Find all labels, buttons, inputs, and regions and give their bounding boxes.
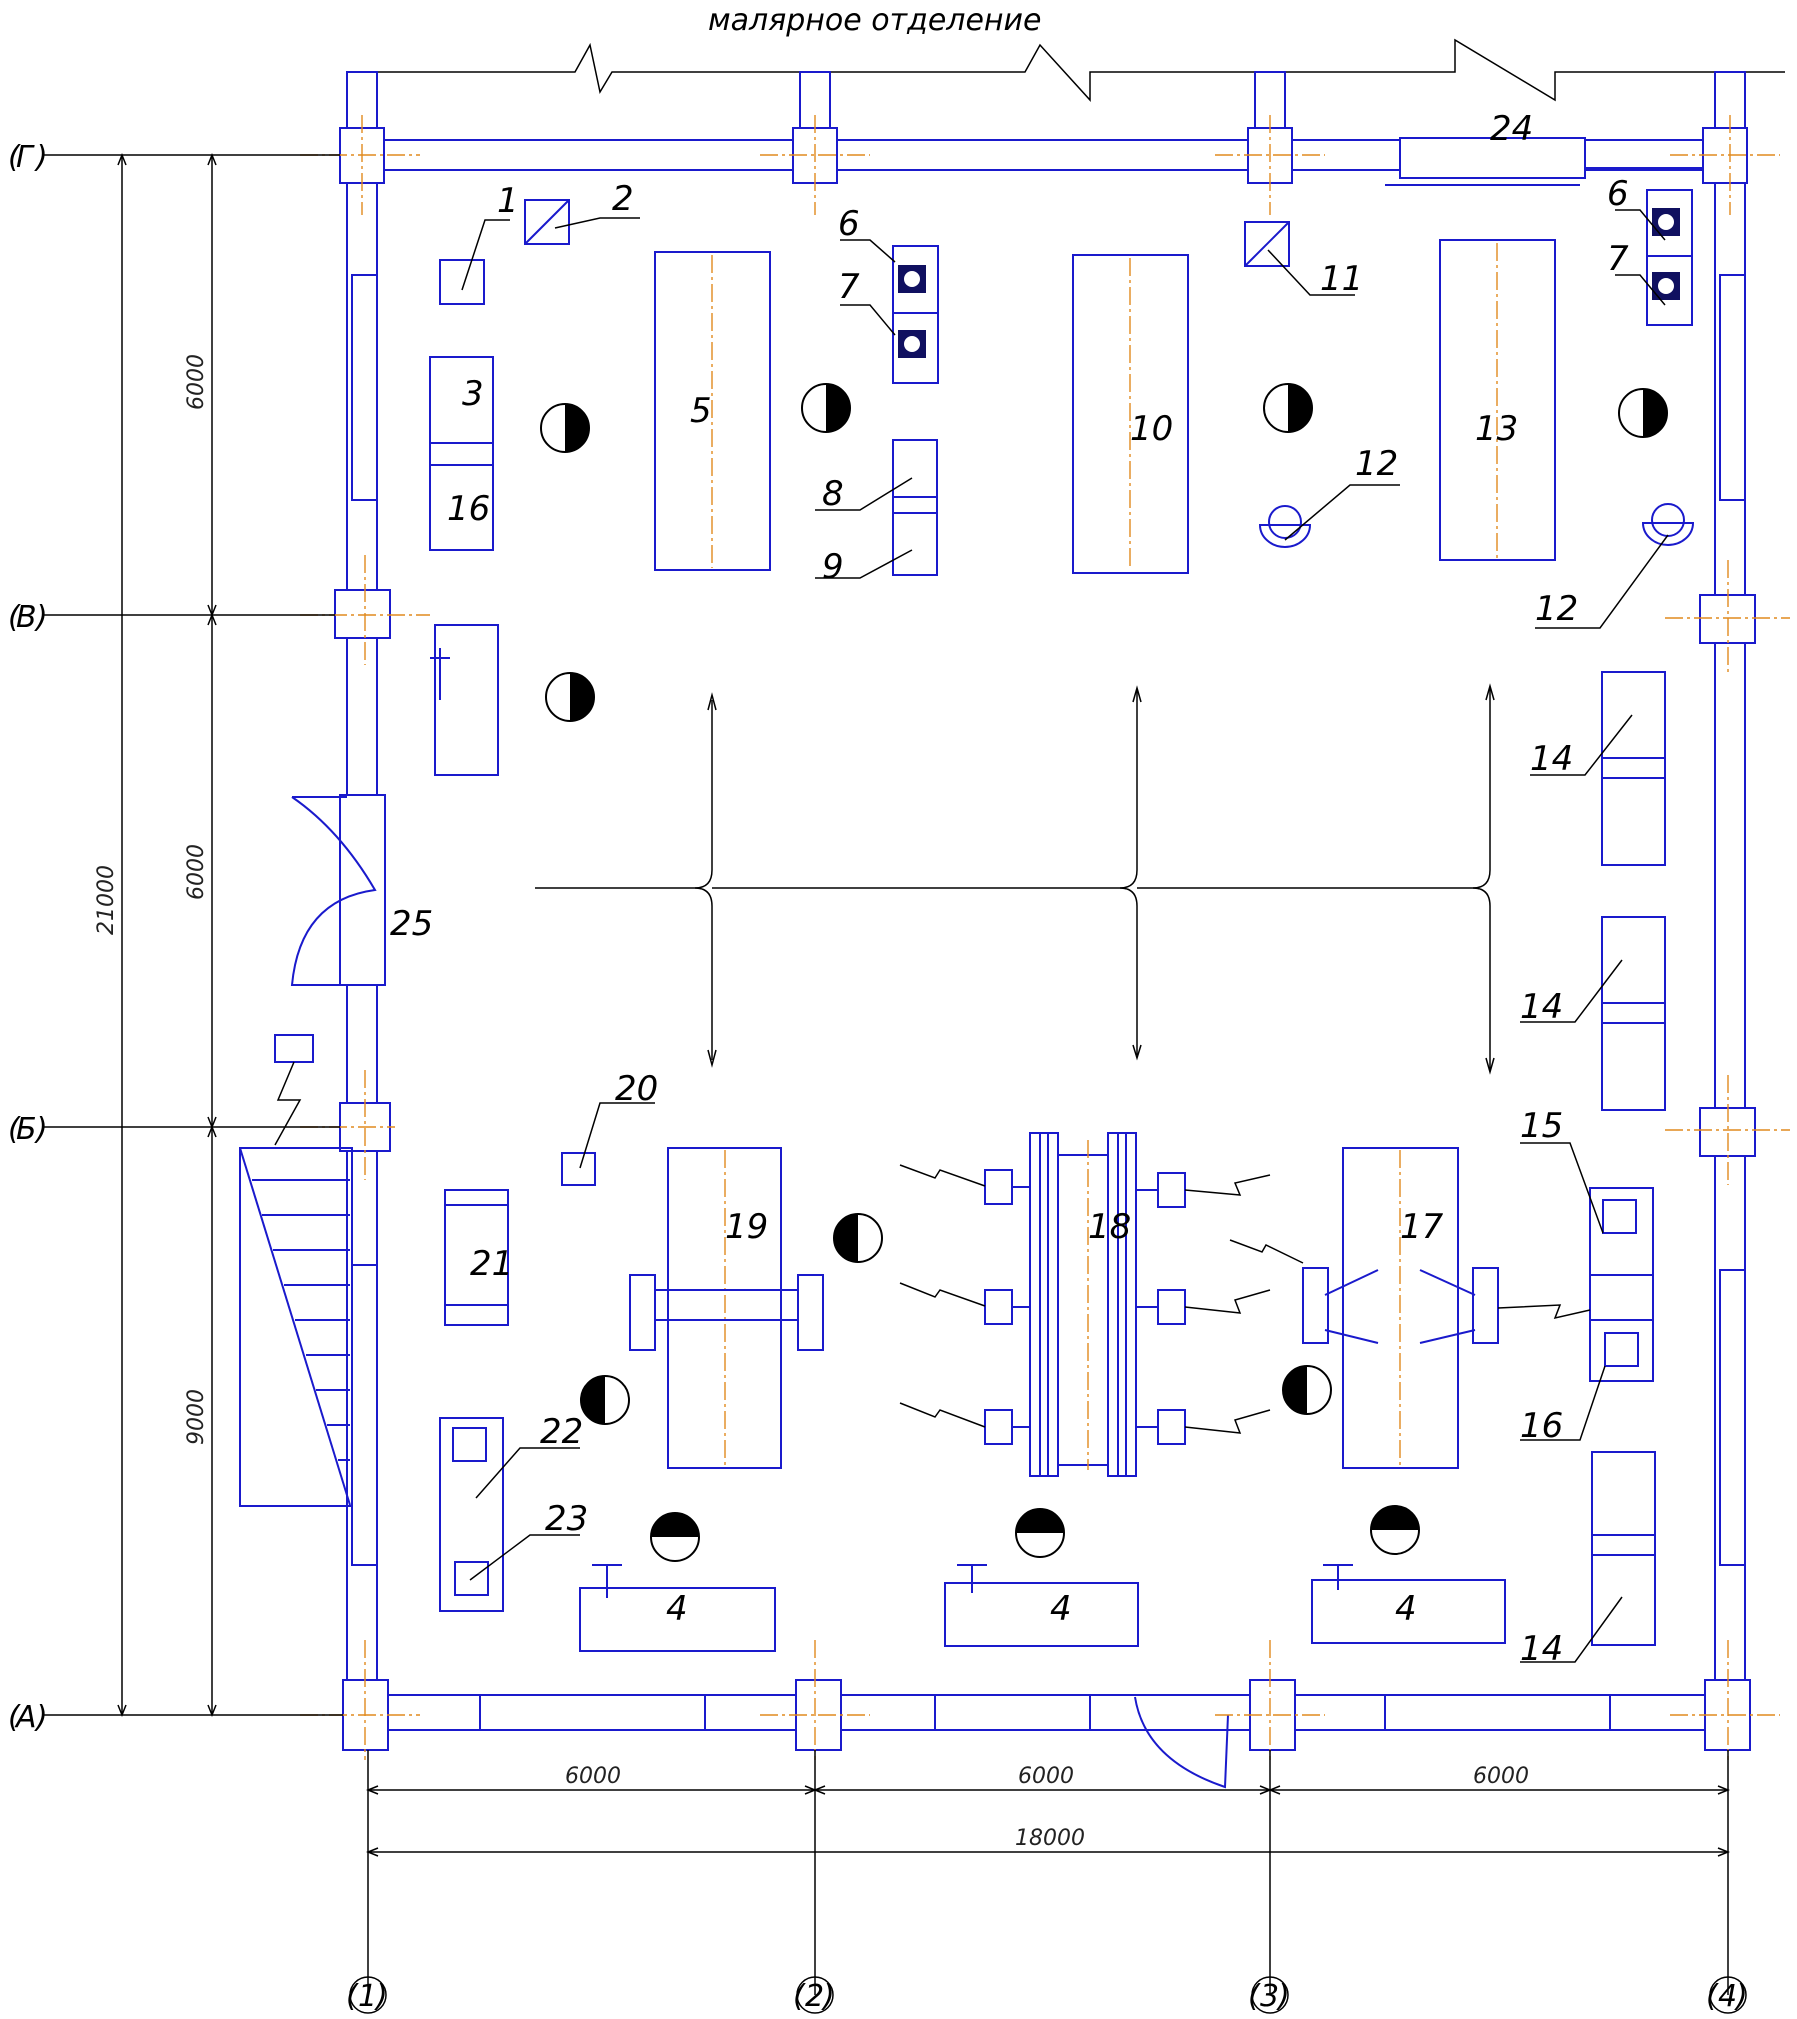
label-18: 18 (1088, 1207, 1131, 1247)
svg-text:): ) (1734, 1979, 1748, 2014)
dim-vertical-2: 6000 (184, 844, 209, 900)
label-19: 19 (725, 1207, 768, 1247)
col-axis-2: 2 (805, 1979, 824, 2014)
label-24: 24 (1490, 109, 1533, 149)
svg-text:(: ( (8, 600, 21, 635)
label-11: 11 (1320, 259, 1363, 299)
label-6-top: 6 (838, 204, 860, 244)
col-axis-3: 3 (1260, 1979, 1279, 2014)
svg-text:(: ( (1706, 1979, 1719, 2014)
label-17: 17 (1400, 1207, 1444, 1247)
axis-lines (300, 115, 1790, 1760)
label-13: 13 (1475, 409, 1518, 449)
label-23: 23 (545, 1499, 588, 1539)
label-12-center: 12 (1355, 444, 1398, 484)
svg-text:): ) (34, 1112, 48, 1147)
dim-vertical-1: 6000 (184, 354, 209, 410)
svg-text:(: ( (8, 1112, 21, 1147)
label-3: 3 (462, 374, 484, 414)
svg-text:): ) (34, 600, 48, 635)
dim-vertical-3: 9000 (184, 1389, 209, 1445)
label-12-right: 12 (1535, 589, 1578, 629)
label-22: 22 (540, 1412, 583, 1452)
svg-text:): ) (1276, 1979, 1290, 2014)
label-10: 10 (1130, 409, 1173, 449)
dim-horizontal-total: 18000 (1015, 1826, 1085, 1851)
header-title: малярное отделение (708, 3, 1041, 38)
svg-text:): ) (34, 140, 48, 175)
dim-horizontal-2: 6000 (1018, 1764, 1074, 1789)
label-14-bottom: 14 (1520, 1629, 1563, 1669)
label-5: 5 (690, 391, 712, 431)
label-16-bottom: 16 (1520, 1406, 1563, 1446)
label-4-center: 4 (1050, 1589, 1072, 1629)
label-8: 8 (822, 474, 844, 514)
traffic-arrows (535, 683, 1495, 1075)
svg-text:(: ( (8, 1700, 21, 1735)
row-axes: (Г) (В) (Б) (А) (8, 140, 343, 1735)
label-4-left: 4 (666, 1589, 688, 1629)
power-connections (899, 1164, 1591, 1434)
vertical-dimensions: 21000 6000 6000 9000 (94, 152, 217, 1718)
label-16-top: 16 (447, 489, 490, 529)
svg-text:(: ( (1248, 1979, 1261, 2014)
break-lines (352, 38, 1785, 102)
horizontal-dimensions: 6000 6000 6000 18000 (1) (2) (3) (4) (346, 1750, 1748, 2014)
row-axis-b: Б (16, 1112, 37, 1147)
label-20: 20 (615, 1069, 658, 1109)
equipment (239, 189, 1695, 1652)
labels: 1 2 3 16 5 6 7 8 9 10 11 12 13 6 7 12 24… (390, 109, 1629, 1669)
label-6-right: 6 (1607, 174, 1629, 214)
row-axis-g: Г (16, 140, 35, 175)
leader-lines (461, 209, 1669, 1663)
svg-text:(: ( (8, 140, 21, 175)
label-14-top: 14 (1530, 739, 1573, 779)
svg-text:): ) (821, 1979, 835, 2014)
svg-text:): ) (374, 1979, 388, 2014)
dim-horizontal-3: 6000 (1473, 1764, 1529, 1789)
svg-text:(: ( (346, 1979, 359, 2014)
dim-vertical-total: 21000 (94, 865, 119, 935)
label-14-middle: 14 (1520, 987, 1563, 1027)
svg-text:): ) (34, 1700, 48, 1735)
label-4-right: 4 (1395, 1589, 1417, 1629)
row-axis-v: В (16, 600, 37, 635)
dim-horizontal-1: 6000 (565, 1764, 621, 1789)
label-9: 9 (822, 547, 844, 587)
label-7-top: 7 (838, 267, 860, 307)
col-axis-1: 1 (358, 1979, 377, 2014)
label-15: 15 (1520, 1106, 1563, 1146)
label-25: 25 (390, 904, 433, 944)
col-axis-4: 4 (1718, 1979, 1737, 2014)
label-1: 1 (497, 181, 519, 221)
row-axis-a: А (14, 1700, 37, 1735)
label-7-right: 7 (1607, 239, 1629, 279)
lamps (540, 383, 1668, 1562)
svg-text:(: ( (793, 1979, 806, 2014)
label-2: 2 (612, 179, 634, 219)
label-21: 21 (470, 1244, 513, 1284)
